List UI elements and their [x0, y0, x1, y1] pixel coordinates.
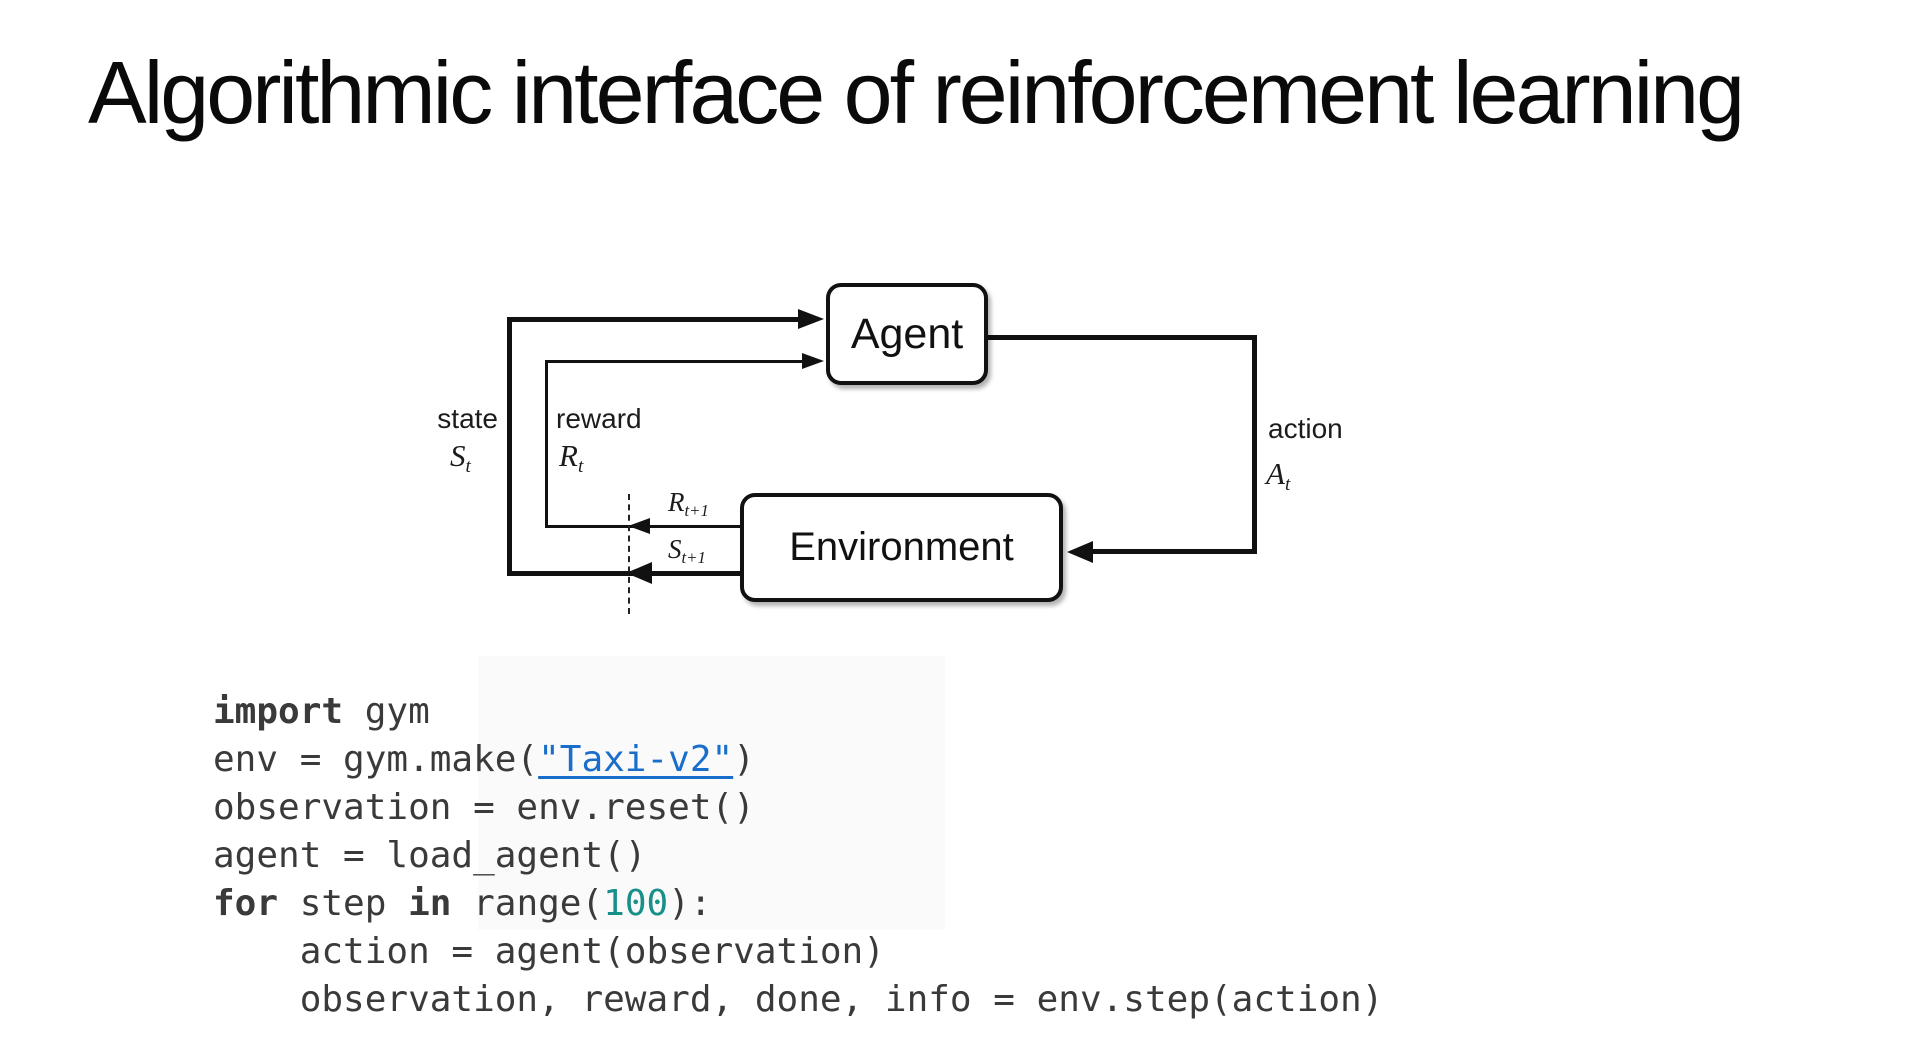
- reward-line-top: [545, 360, 804, 363]
- code-token: 100: [603, 883, 669, 924]
- agent-box: Agent: [826, 283, 988, 385]
- code-line: action = agent(observation): [213, 928, 1383, 976]
- action-to-env-arrow-icon: [1067, 541, 1093, 563]
- code-token: action = agent(observation): [213, 931, 885, 972]
- state-line-top: [507, 317, 800, 322]
- code-token: observation = env.reset(): [213, 787, 755, 828]
- code-token: ): [733, 739, 755, 780]
- code-line: observation, reward, done, info = env.st…: [213, 976, 1384, 1024]
- code-token: gym: [343, 691, 430, 732]
- environment-box-label: Environment: [789, 525, 1014, 569]
- state-to-agent-arrow-icon: [798, 309, 824, 329]
- slide-title: Algorithmic interface of reinforcement l…: [88, 43, 1745, 142]
- code-token: range(: [451, 883, 604, 924]
- code-background: [478, 656, 945, 930]
- taxi-v2-link[interactable]: "Taxi-v2": [538, 739, 734, 780]
- code-token: for: [213, 883, 279, 924]
- code-line: import gym: [213, 688, 1383, 736]
- action-label: action: [1268, 413, 1343, 444]
- code-token: env = gym.make(: [213, 739, 539, 780]
- code-token: ):: [668, 883, 712, 924]
- code-line: observation = env.reset(): [213, 784, 1383, 832]
- code-token: agent = load_agent(): [213, 835, 647, 876]
- state-line-vertical: [507, 317, 512, 576]
- reward-label: reward: [556, 403, 642, 434]
- code-line: env = gym.make("Taxi-v2"): [213, 736, 1383, 784]
- state-label: state: [437, 403, 498, 434]
- agent-box-label: Agent: [850, 309, 964, 358]
- code-token: observation, reward, done, info = env.st…: [213, 979, 1384, 1020]
- environment-box: Environment: [740, 493, 1063, 602]
- reward-from-env-arrow-icon: [628, 518, 650, 534]
- state-line-bottom: [507, 571, 740, 576]
- rl-loop-diagram: Agent Environment state St reward Rt Rt+…: [437, 283, 1343, 614]
- state-symbol: St: [450, 438, 471, 477]
- code-token: import: [213, 691, 344, 732]
- reward-line-vertical: [545, 360, 548, 528]
- code-line: for step in range(100):: [213, 880, 1383, 928]
- action-line-vertical: [1252, 335, 1257, 554]
- code-token: in: [408, 883, 452, 924]
- code-line: agent = load_agent(): [213, 832, 1383, 880]
- timestep-dashed-line: [628, 494, 630, 614]
- reward-next-symbol: Rt+1: [668, 487, 709, 521]
- code-token: step: [278, 883, 409, 924]
- reward-symbol: Rt: [559, 438, 584, 477]
- action-line-bottom: [1090, 549, 1257, 554]
- action-symbol: At: [1266, 456, 1291, 495]
- state-next-symbol: St+1: [668, 534, 706, 568]
- state-from-env-arrow-icon: [626, 562, 652, 584]
- reward-to-agent-arrow-icon: [802, 353, 824, 369]
- action-line-top: [988, 335, 1257, 340]
